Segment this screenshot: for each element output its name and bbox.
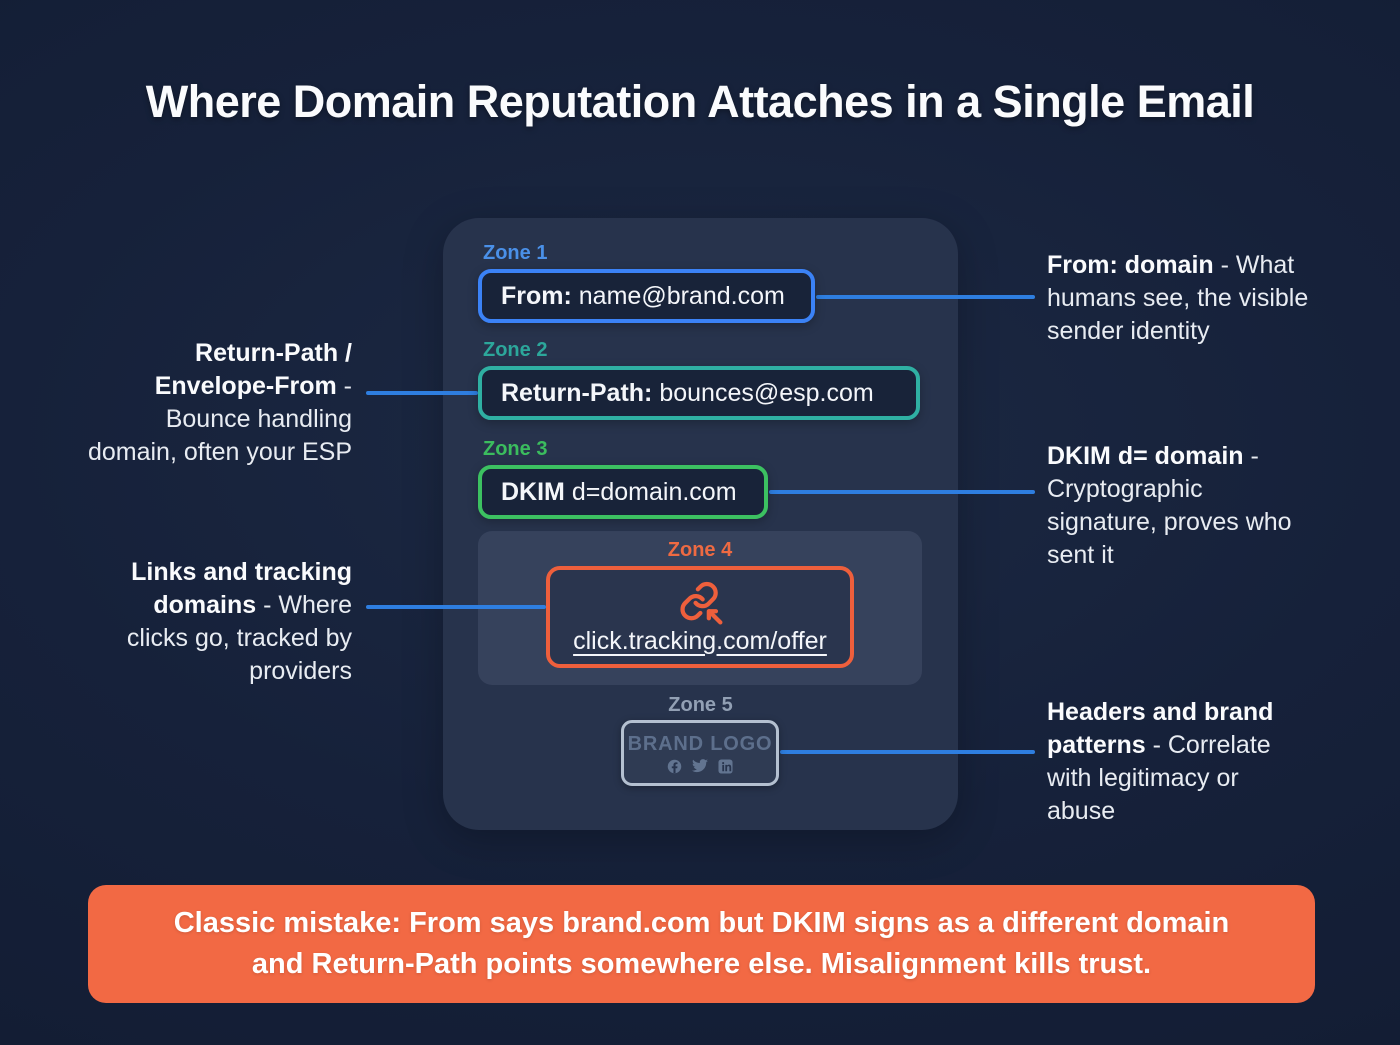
annotation-from-domain: From: domain - What humans see, the visi… [1047, 251, 1309, 345]
twitter-icon [692, 759, 708, 773]
page-title: Where Domain Reputation Attaches in a Si… [145, 76, 1255, 127]
annotation-return-path: Return-Path / Envelope-From - Bounce han… [87, 339, 352, 466]
facebook-icon [667, 759, 682, 774]
return-path-field-value: bounces@esp.com [652, 378, 874, 407]
connector-return-path [366, 391, 478, 395]
annotation-tracking-domains: Links and tracking domains - Where click… [126, 558, 352, 685]
annotation-headers-brand: Headers and brand patterns - Correlate w… [1047, 698, 1274, 825]
zone4-tracking-link-box: click.tracking.com/offer [546, 566, 854, 668]
zone3-dkim-box: DKIM d=domain.com [478, 465, 768, 519]
dkim-field-name: DKIM [501, 477, 565, 506]
connector-dkim [769, 490, 1035, 494]
dkim-field-value: d=domain.com [564, 477, 737, 506]
brand-logo-text: BRAND LOGO [627, 732, 773, 755]
zone1-from-box: From: name@brand.com [478, 269, 815, 323]
classic-mistake-banner: Classic mistake: From says brand.com but… [88, 885, 1315, 1003]
tracking-link[interactable]: click.tracking.com/offer [573, 626, 827, 655]
social-icons-row [667, 758, 733, 774]
zone3-label: Zone 3 [483, 438, 548, 460]
from-field-name: From: [501, 281, 572, 310]
zone4-label: Zone 4 [667, 539, 733, 561]
zone2-return-path-box: Return-Path: bounces@esp.com [478, 366, 920, 420]
return-path-field-name: Return-Path: [501, 378, 653, 407]
zone1-label: Zone 1 [483, 242, 548, 264]
banner-line1: Classic mistake: From says brand.com but… [173, 907, 1230, 939]
connector-brand [780, 750, 1035, 754]
from-field-value: name@brand.com [571, 281, 785, 310]
banner-line2: and Return-Path points somewhere else. M… [251, 948, 1152, 980]
connector-tracking [366, 605, 546, 609]
connector-from-domain [816, 295, 1035, 299]
zone5-label: Zone 5 [668, 694, 733, 716]
annotation-dkim-domain: DKIM d= domain - Cryptographic signature… [1047, 442, 1292, 569]
zone2-label: Zone 2 [483, 339, 548, 361]
link-icon [675, 579, 725, 625]
linkedin-icon [718, 758, 733, 774]
zone5-brand-logo-box: BRAND LOGO [621, 720, 779, 786]
